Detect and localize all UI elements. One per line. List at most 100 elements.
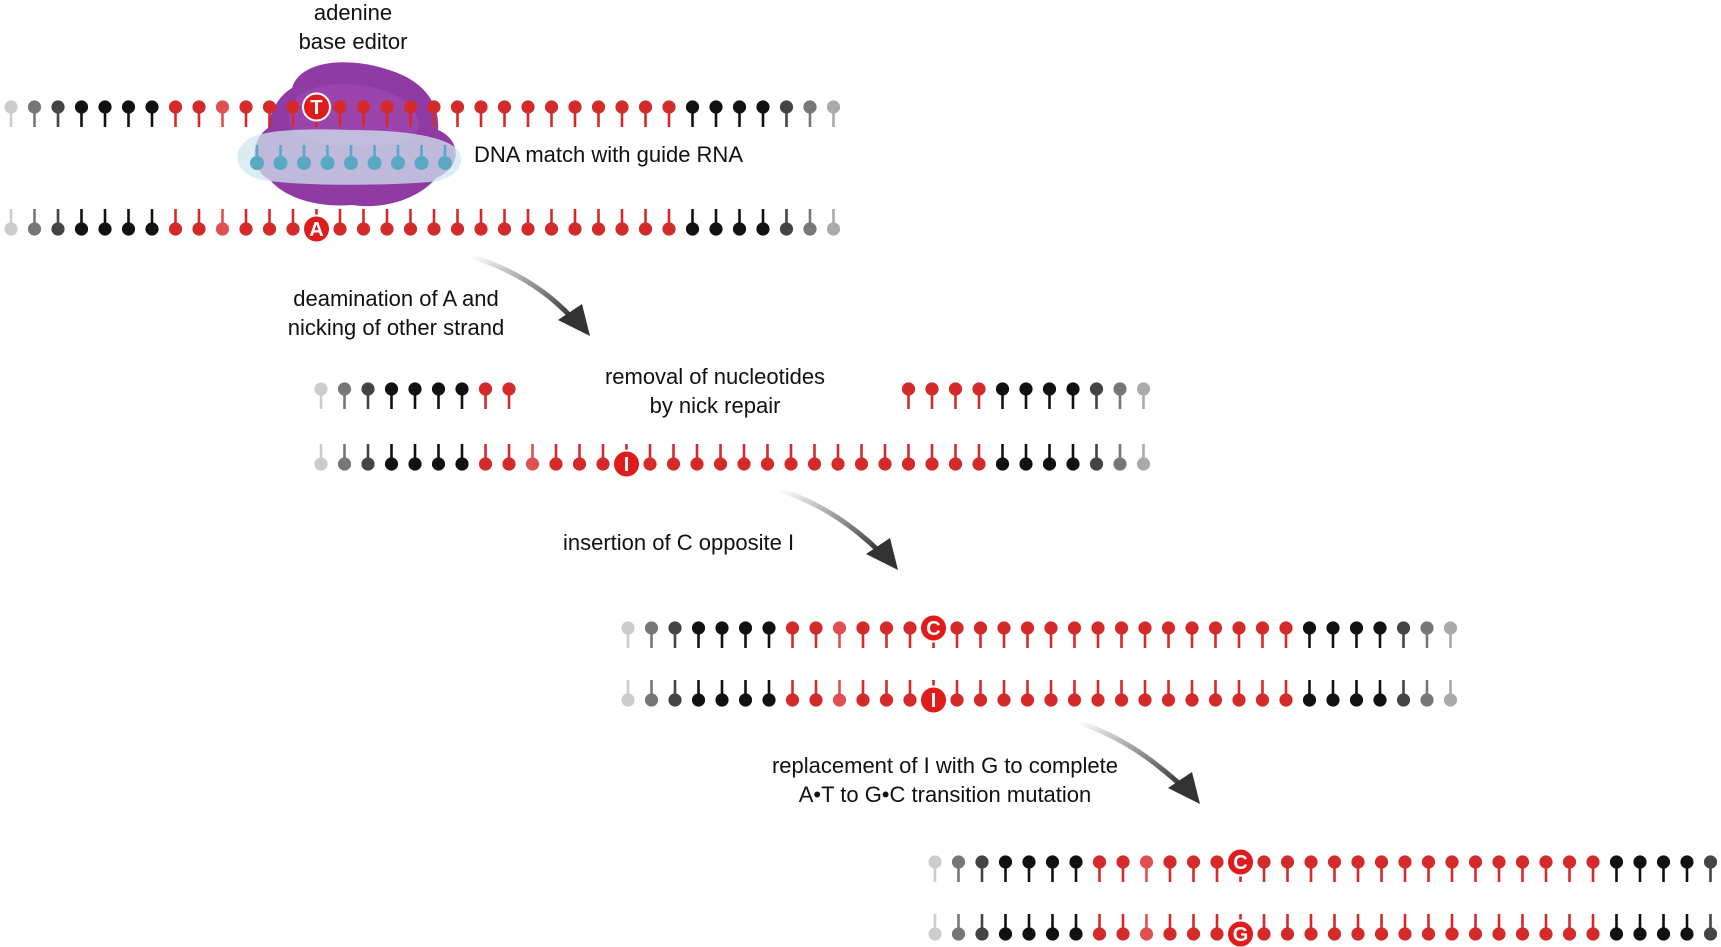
nucleotide-ball [337,382,352,396]
nucleotide-ball [662,222,676,236]
nucleotide-ball [521,222,535,236]
guide-rna-ball [250,156,264,170]
nucleotide-ball [356,100,371,114]
nucleotide-ball [995,382,1010,396]
nucleotide-ball [568,222,582,236]
nucleotide-ball [380,100,394,114]
stage4-top-base-circle [1226,847,1255,877]
nucleotide-ball [474,100,488,114]
nucleotide-ball [738,693,753,707]
nucleotide-ball [691,621,706,635]
nucleotide-ball [1420,693,1434,707]
nucleotide-ball [1042,382,1057,396]
nucleotide-ball [427,222,441,236]
nucleotide-ball [666,457,681,471]
guide-rna-ball [297,156,311,170]
step2-label: removal of nucleotides by nick repair [580,362,850,420]
nucleotide-ball [455,382,469,396]
editor-label-line1: adenine [313,0,393,25]
nucleotide-ball [809,621,823,635]
nucleotide-ball [715,621,729,635]
nucleotide-ball [1255,693,1270,707]
stage4-top-base-letter: C [1233,852,1247,874]
nucleotide-ball [549,457,563,471]
nucleotide-ball [998,855,1013,869]
nucleotide-ball [1136,457,1151,471]
nucleotide-ball [1019,457,1033,471]
guide-rna-ball [367,156,382,170]
step1-label: deamination of A and nicking of other st… [260,284,532,342]
nucleotide-ball [337,457,352,471]
nucleotide-ball [948,457,963,471]
nucleotide-ball [361,382,375,396]
nucleotide-ball [431,457,446,471]
arrow-step1-head [558,304,590,336]
nucleotide-ball [1255,621,1270,635]
nucleotide-ball [709,100,723,114]
stage2-bottom-base-letter: I [624,454,630,476]
nucleotide-ball [1044,621,1058,635]
nucleotide-ball [1067,693,1082,707]
editor-label-line2: base editor [298,29,408,54]
nucleotide-ball [901,382,916,396]
step4-label-line2: A•T to G•C transition mutation [798,782,1092,807]
nucleotide-ball [644,693,659,707]
nucleotide-ball [1680,927,1694,941]
nucleotide-ball [807,457,822,471]
nucleotide-ball [973,621,988,635]
nucleotide-ball [1280,927,1295,941]
nucleotide-ball [997,693,1011,707]
nucleotide-ball [1232,621,1246,635]
stage3-bottom-base-circle [919,685,948,715]
nucleotide-ball [1398,927,1412,941]
nucleotide-ball [1468,855,1483,869]
nucleotide-ball [928,927,942,941]
nucleotide-ball [856,693,870,707]
nucleotide-ball [1113,457,1127,471]
step3-label: insertion of C opposite I [563,530,795,555]
nucleotide-ball [145,100,159,114]
nucleotide-ball [502,457,516,471]
nucleotide-ball [333,100,347,114]
stage1-bottom-base-letter: A [309,219,323,241]
step1-label-line1: deamination of A and [293,286,499,311]
nucleotide-ball [1020,621,1035,635]
nucleotide-ball [879,621,894,635]
step4-label: replacement of I with G to complete A•T … [740,751,1150,809]
nucleotide-ball [1185,621,1199,635]
nucleotide-ball [1443,621,1458,635]
nucleotide-ball [1186,927,1201,941]
nucleotide-ball [1373,621,1387,635]
nucleotide-ball [1116,927,1130,941]
nucleotide-ball [784,457,798,471]
nucleotide-ball [856,621,870,635]
stage4-bottom-base-circle [1226,919,1255,947]
nucleotide-ball [1045,855,1060,869]
nucleotide-ball [27,222,42,236]
nucleotide-ball [1091,621,1105,635]
nucleotide-ball [690,457,704,471]
nucleotide-ball [431,382,446,396]
nucleotide-ball [1138,693,1152,707]
nucleotide-ball [1022,855,1036,869]
nucleotide-ball [568,100,582,114]
nucleotide-ball [74,100,89,114]
nucleotide-ball [621,693,635,707]
nucleotide-ball [1680,855,1694,869]
nucleotide-ball [668,621,682,635]
nucleotide-ball [497,100,512,114]
nucleotide-ball [384,382,399,396]
guide-rna-ball [320,156,335,170]
nucleotide-ball [1045,927,1060,941]
nucleotide-ball [262,100,277,114]
nucleotide-ball [1562,927,1577,941]
nucleotide-ball [192,222,206,236]
nucleotide-ball [975,855,989,869]
nucleotide-ball [1161,693,1176,707]
nucleotide-ball [1163,855,1177,869]
nucleotide-ball [1257,927,1271,941]
nucleotide-ball [286,222,300,236]
nucleotide-ball [145,222,159,236]
nucleotide-ball [756,222,770,236]
